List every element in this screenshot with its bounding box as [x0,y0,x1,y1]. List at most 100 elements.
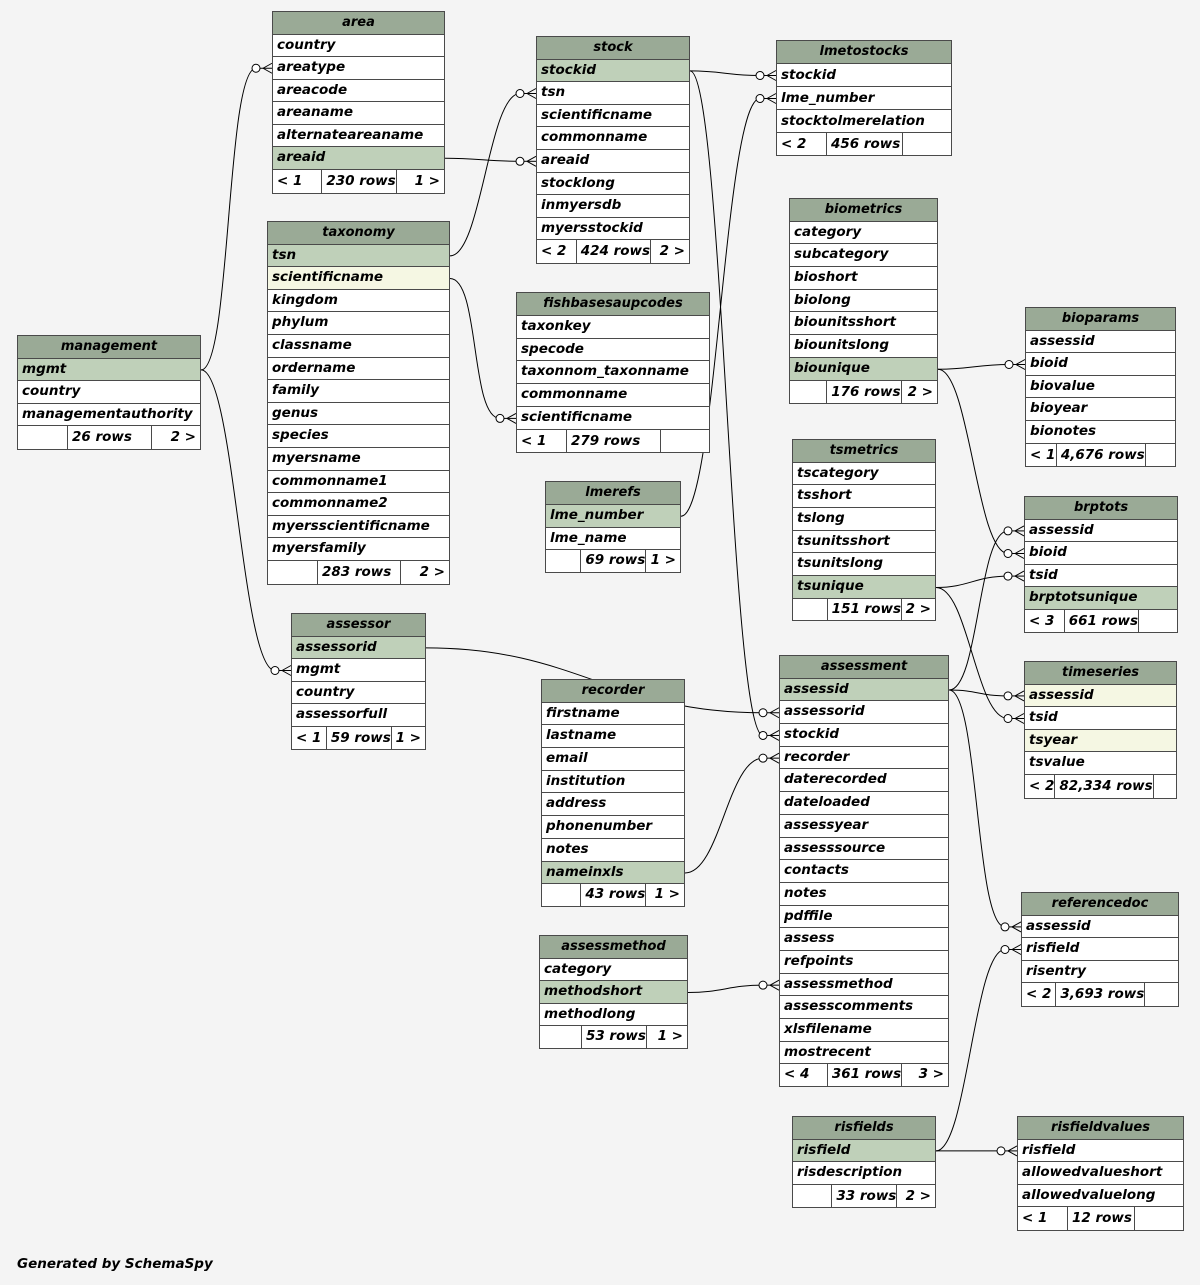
column-stockid[interactable]: stockid [777,64,951,87]
column-tscategory[interactable]: tscategory [793,463,935,486]
column-country[interactable]: country [292,682,425,705]
child-count-link[interactable] [1145,983,1178,1006]
parent-count-link[interactable] [546,550,582,572]
column-ordername[interactable]: ordername [268,358,449,381]
column-taxonnom_taxonname[interactable]: taxonnom_taxonname [517,361,709,385]
child-count-link[interactable]: 1 > [650,552,676,569]
column-notes[interactable]: notes [542,839,684,862]
column-lme_number[interactable]: lme_number [546,504,680,528]
column-assesssource[interactable]: assesssource [780,838,948,861]
column-assessorid[interactable]: assessorid [292,636,425,660]
column-subcategory[interactable]: subcategory [790,244,937,268]
parent-count-link[interactable]: < 4 [780,1064,828,1086]
column-stockid[interactable]: stockid [780,724,948,747]
column-xlsfilename[interactable]: xlsfilename [780,1019,948,1042]
column-commonname[interactable]: commonname [517,384,709,407]
column-myersstockid[interactable]: myersstockid [537,218,689,241]
column-allowedvaluelong[interactable]: allowedvaluelong [1018,1185,1183,1208]
column-commonname[interactable]: commonname [537,127,689,150]
column-mostrecent[interactable]: mostrecent [780,1042,948,1065]
column-assessmethod[interactable]: assessmethod [780,974,948,997]
column-commonname2[interactable]: commonname2 [268,493,449,516]
child-count-link[interactable]: 2 > [170,429,196,446]
column-tsn[interactable]: tsn [268,244,449,268]
column-dateloaded[interactable]: dateloaded [780,792,948,815]
parent-count-link[interactable] [540,1026,582,1048]
column-specode[interactable]: specode [517,339,709,362]
child-count-link[interactable]: 1 > [654,886,680,903]
column-family[interactable]: family [268,380,449,403]
child-count-link[interactable]: 2 > [419,563,445,580]
column-stocklong[interactable]: stocklong [537,173,689,196]
parent-count-link[interactable]: < 1 [1018,1207,1068,1230]
column-tsn[interactable]: tsn [537,82,689,105]
column-areacode[interactable]: areacode [273,80,444,102]
parent-count-link[interactable] [793,1184,833,1207]
column-firstname[interactable]: firstname [542,703,684,726]
column-risdescription[interactable]: risdescription [793,1162,935,1185]
child-count-link[interactable]: 2 > [907,383,933,400]
table-title[interactable]: referencedoc [1022,893,1178,916]
parent-count-link[interactable]: < 2 [1025,774,1056,798]
table-title[interactable]: fishbasesaupcodes [517,293,709,316]
parent-count-link[interactable] [793,598,828,620]
column-daterecorded[interactable]: daterecorded [780,769,948,793]
table-title[interactable]: area [273,12,444,35]
column-bioid[interactable]: bioid [1025,542,1177,565]
column-biovalue[interactable]: biovalue [1026,376,1175,399]
column-risfield[interactable]: risfield [1022,938,1178,961]
column-contacts[interactable]: contacts [780,860,948,883]
column-assess[interactable]: assess [780,928,948,951]
child-count-link[interactable]: 2 > [905,600,931,617]
column-phylum[interactable]: phylum [268,312,449,335]
column-risentry[interactable]: risentry [1022,961,1178,984]
column-alternateareaname[interactable]: alternateareaname [273,125,444,147]
column-methodlong[interactable]: methodlong [540,1004,687,1027]
child-count-link[interactable] [1154,775,1176,798]
column-biounitslong[interactable]: biounitslong [790,335,937,358]
column-bioid[interactable]: bioid [1026,353,1175,376]
column-country[interactable]: country [273,35,444,57]
child-count-link[interactable]: 2 > [905,1187,931,1204]
column-risfield[interactable]: risfield [793,1139,935,1163]
column-tsshort[interactable]: tsshort [793,485,935,509]
table-title[interactable]: brptots [1025,497,1177,520]
column-commonname1[interactable]: commonname1 [268,471,449,494]
column-myersfamily[interactable]: myersfamily [268,538,449,561]
child-count-link[interactable] [1135,1207,1183,1230]
table-title[interactable]: stock [537,37,689,60]
parent-count-link[interactable] [18,426,68,449]
column-taxonkey[interactable]: taxonkey [517,316,709,339]
column-risfield[interactable]: risfield [1018,1140,1183,1163]
table-title[interactable]: management [18,336,200,359]
column-tsunitslong[interactable]: tsunitslong [793,553,935,577]
column-assessorfull[interactable]: assessorfull [292,704,425,727]
column-assessid[interactable]: assessid [1025,684,1176,708]
table-title[interactable]: lmerefs [546,482,680,505]
column-address[interactable]: address [542,793,684,817]
table-title[interactable]: assessmethod [540,936,687,959]
child-count-link[interactable]: 1 > [414,172,440,189]
parent-count-link[interactable]: < 2 [777,133,827,155]
column-tsyear[interactable]: tsyear [1025,729,1176,753]
table-title[interactable]: timeseries [1025,662,1176,685]
column-lme_number[interactable]: lme_number [777,87,951,110]
column-myersscientificname[interactable]: myersscientificname [268,516,449,539]
child-count-link[interactable]: 1 > [657,1028,683,1045]
column-scientificname[interactable]: scientificname [268,267,449,290]
child-count-link[interactable]: 2 > [659,243,685,260]
column-inmyersdb[interactable]: inmyersdb [537,195,689,218]
column-bioyear[interactable]: bioyear [1026,398,1175,421]
parent-count-link[interactable]: < 3 [1025,609,1065,632]
column-areaid[interactable]: areaid [273,147,444,170]
column-assessid[interactable]: assessid [780,678,948,702]
parent-count-link[interactable]: < 1 [273,169,323,193]
column-tsunitsshort[interactable]: tsunitsshort [793,531,935,554]
